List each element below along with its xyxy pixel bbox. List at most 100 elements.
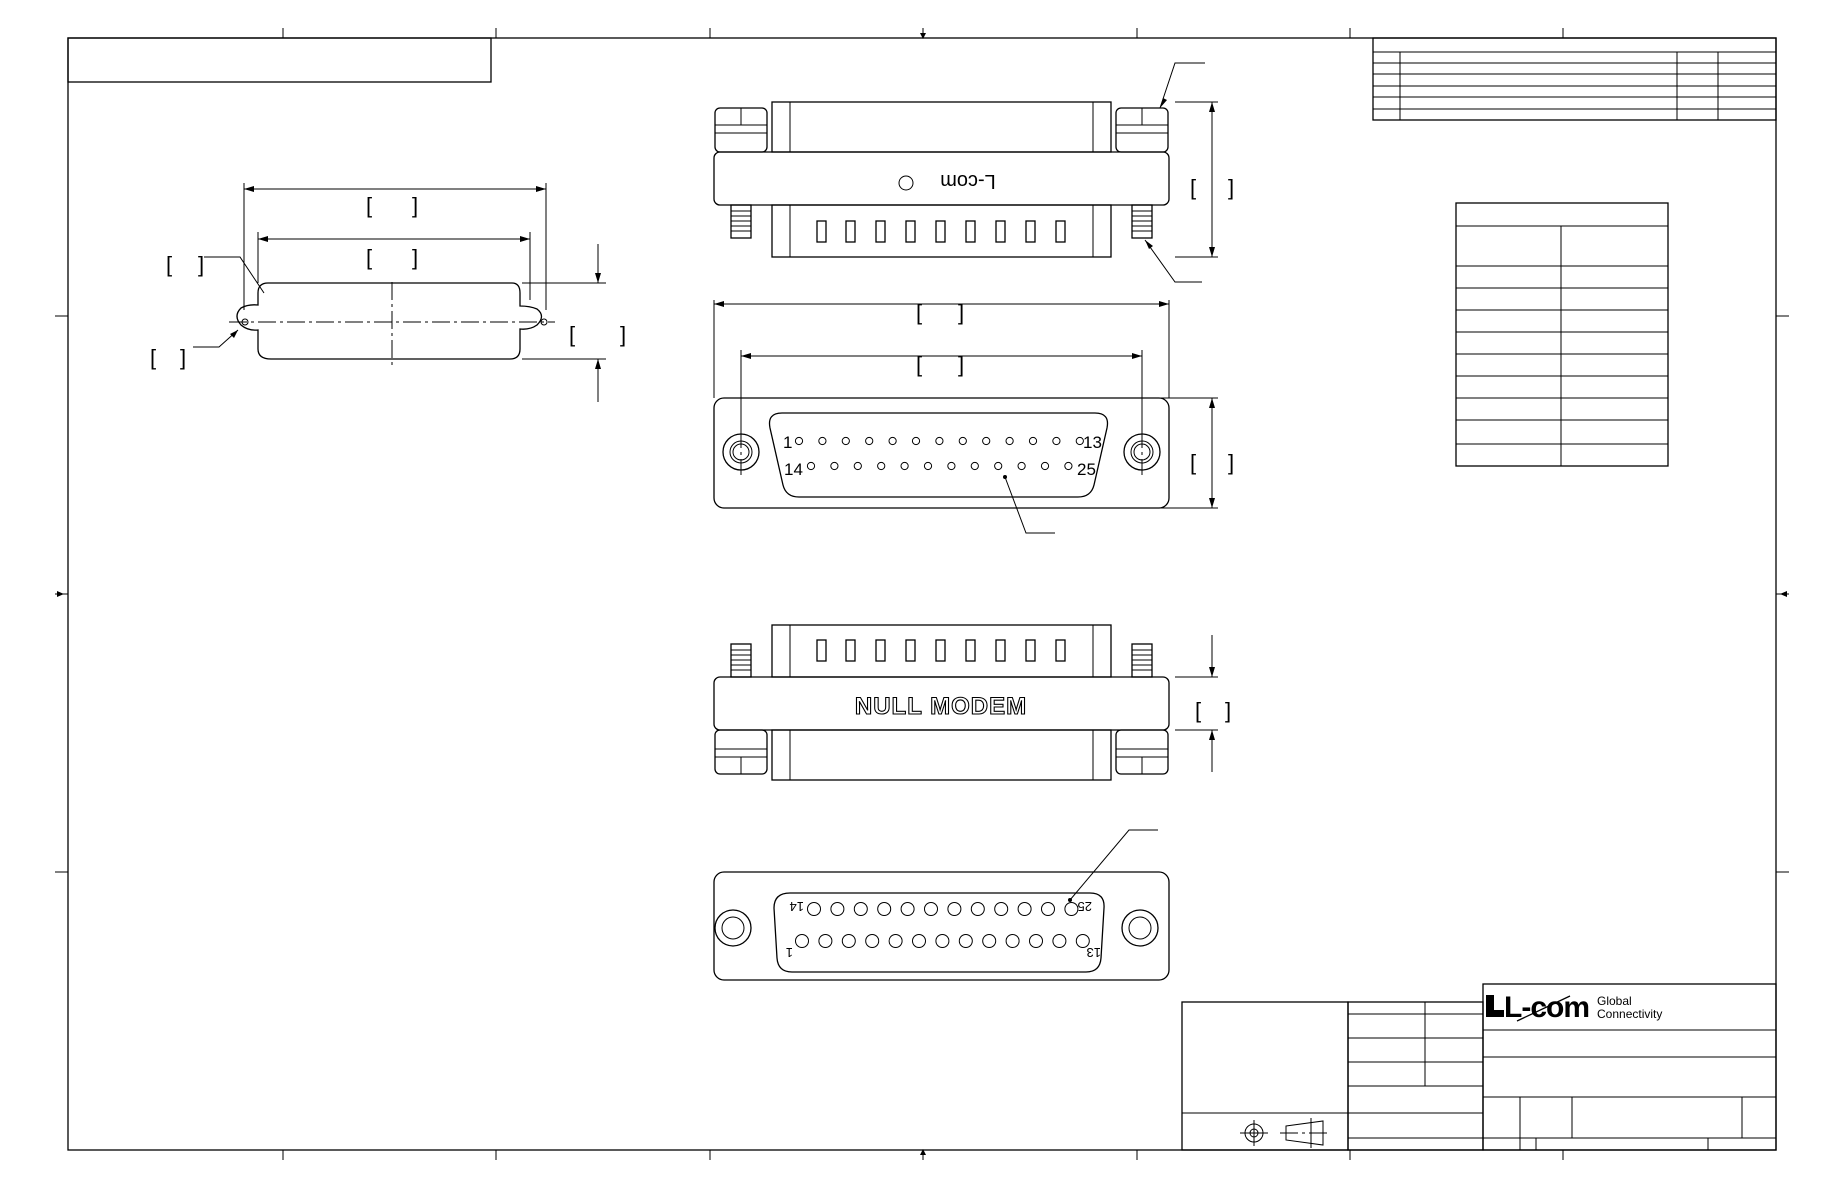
svg-text:[: [ — [569, 322, 575, 347]
svg-text:]: ] — [958, 300, 964, 325]
pin-contact — [994, 461, 1003, 471]
svg-text:]: ] — [958, 352, 964, 377]
svg-text:]: ] — [1225, 698, 1231, 723]
svg-text:[: [ — [366, 193, 372, 218]
revision-table — [1372, 37, 1777, 121]
left-jackscrew-top — [714, 107, 768, 153]
svg-text:[: [ — [166, 252, 172, 277]
female-socket-array — [795, 902, 1090, 948]
male-pin-array — [794, 436, 1084, 471]
socket-contact — [1029, 934, 1043, 948]
top-elevation-view: L-com [ ] — [713, 62, 1234, 283]
pin-contact — [865, 436, 874, 446]
dimension-table — [1455, 202, 1669, 467]
svg-text:[: [ — [150, 345, 156, 370]
logo-tagline-1: Global — [1597, 994, 1632, 1008]
contact-windows-top — [816, 220, 1066, 243]
pin-contact — [1075, 436, 1084, 446]
pin-contact — [794, 436, 804, 446]
female-socket-face-view: 14 25 1 13 — [713, 829, 1170, 981]
drawing-title-box — [67, 37, 492, 83]
socket-contact — [807, 902, 821, 916]
socket-contact — [1052, 934, 1067, 948]
socket-contact — [912, 934, 926, 948]
pin-label-1: 1 — [783, 433, 792, 452]
svg-text:L-com: L-com — [940, 170, 996, 192]
pin-contact — [1040, 461, 1050, 471]
socket-contact — [1064, 902, 1079, 916]
embossed-lcom-mark: L-com — [898, 170, 996, 192]
socket-contact — [900, 902, 915, 916]
pin-contact — [853, 461, 862, 471]
socket-contact — [830, 902, 845, 916]
threaded-stud-right — [1131, 204, 1153, 239]
svg-text:]: ] — [412, 193, 418, 218]
socket-contact — [970, 902, 985, 916]
socket-contact — [924, 902, 938, 916]
left-jackscrew-bottom — [714, 729, 768, 775]
pin-contact — [935, 436, 944, 446]
svg-text:]: ] — [1228, 175, 1234, 200]
pin-contact — [841, 436, 850, 446]
pin-contact — [923, 461, 933, 471]
socket-contact — [888, 934, 903, 948]
bottom-elevation-view: NULL MODEM [ ] — [713, 624, 1231, 781]
pin-contact — [911, 436, 921, 446]
flange-profile-view — [193, 183, 606, 402]
profile-dimension-labels: [] [] [] [] [] — [150, 193, 626, 370]
pin-contact — [1064, 461, 1073, 471]
lcom-logo: L-com Global Connectivity — [1486, 991, 1662, 1024]
socket-contact — [982, 934, 997, 948]
socket-contact — [865, 934, 880, 948]
socket-contact — [877, 902, 892, 916]
svg-text:[: [ — [916, 352, 922, 377]
socket-label-1: 1 — [786, 945, 793, 960]
socket-label-25: 25 — [1078, 899, 1092, 914]
svg-text:[: [ — [1190, 175, 1196, 200]
pin-contact — [818, 436, 827, 446]
contact-windows-bottom — [816, 639, 1066, 662]
male-pin-face-view: 1 13 14 25 [] [] [] — [713, 300, 1234, 534]
pin-contact — [888, 436, 897, 446]
sheet-border — [55, 28, 1789, 1160]
socket-contact — [1017, 902, 1032, 916]
socket-contact — [853, 902, 868, 916]
pin-contact — [1028, 436, 1038, 446]
null-modem-label: NULL MODEM — [855, 693, 1027, 720]
socket-contact — [994, 902, 1009, 916]
svg-text:[: [ — [916, 300, 922, 325]
threaded-stud-bottom-right — [1131, 643, 1153, 678]
svg-text:[: [ — [1195, 698, 1201, 723]
svg-text:]: ] — [620, 322, 626, 347]
third-angle-projection-icon — [1240, 1118, 1330, 1148]
socket-contact — [1041, 902, 1055, 916]
socket-contact — [935, 934, 950, 948]
pin-label-25: 25 — [1077, 460, 1096, 479]
pin-label-13: 13 — [1083, 433, 1102, 452]
pin-label-14: 14 — [784, 460, 803, 479]
threaded-stud-left — [730, 204, 752, 239]
pin-contact — [830, 461, 839, 471]
right-jackscrew-top — [1115, 107, 1169, 153]
pin-contact — [970, 461, 979, 471]
right-jackscrew-bottom — [1115, 729, 1169, 775]
logo-tagline-2: Connectivity — [1597, 1007, 1662, 1021]
svg-text:]: ] — [198, 252, 204, 277]
svg-text:]: ] — [180, 345, 186, 370]
pin-contact — [1017, 461, 1026, 471]
socket-hole-left — [714, 909, 752, 947]
socket-contact — [947, 902, 962, 916]
socket-contact — [1005, 934, 1020, 948]
svg-text:[: [ — [366, 245, 372, 270]
socket-contact — [795, 934, 809, 948]
svg-text:]: ] — [1228, 450, 1234, 475]
socket-contact — [958, 934, 973, 948]
pin-contact — [982, 436, 991, 446]
socket-contact — [818, 934, 833, 948]
svg-text:]: ] — [412, 245, 418, 270]
title-block — [1181, 983, 1777, 1151]
socket-contact — [841, 934, 856, 948]
socket-hole-right — [1121, 909, 1159, 947]
